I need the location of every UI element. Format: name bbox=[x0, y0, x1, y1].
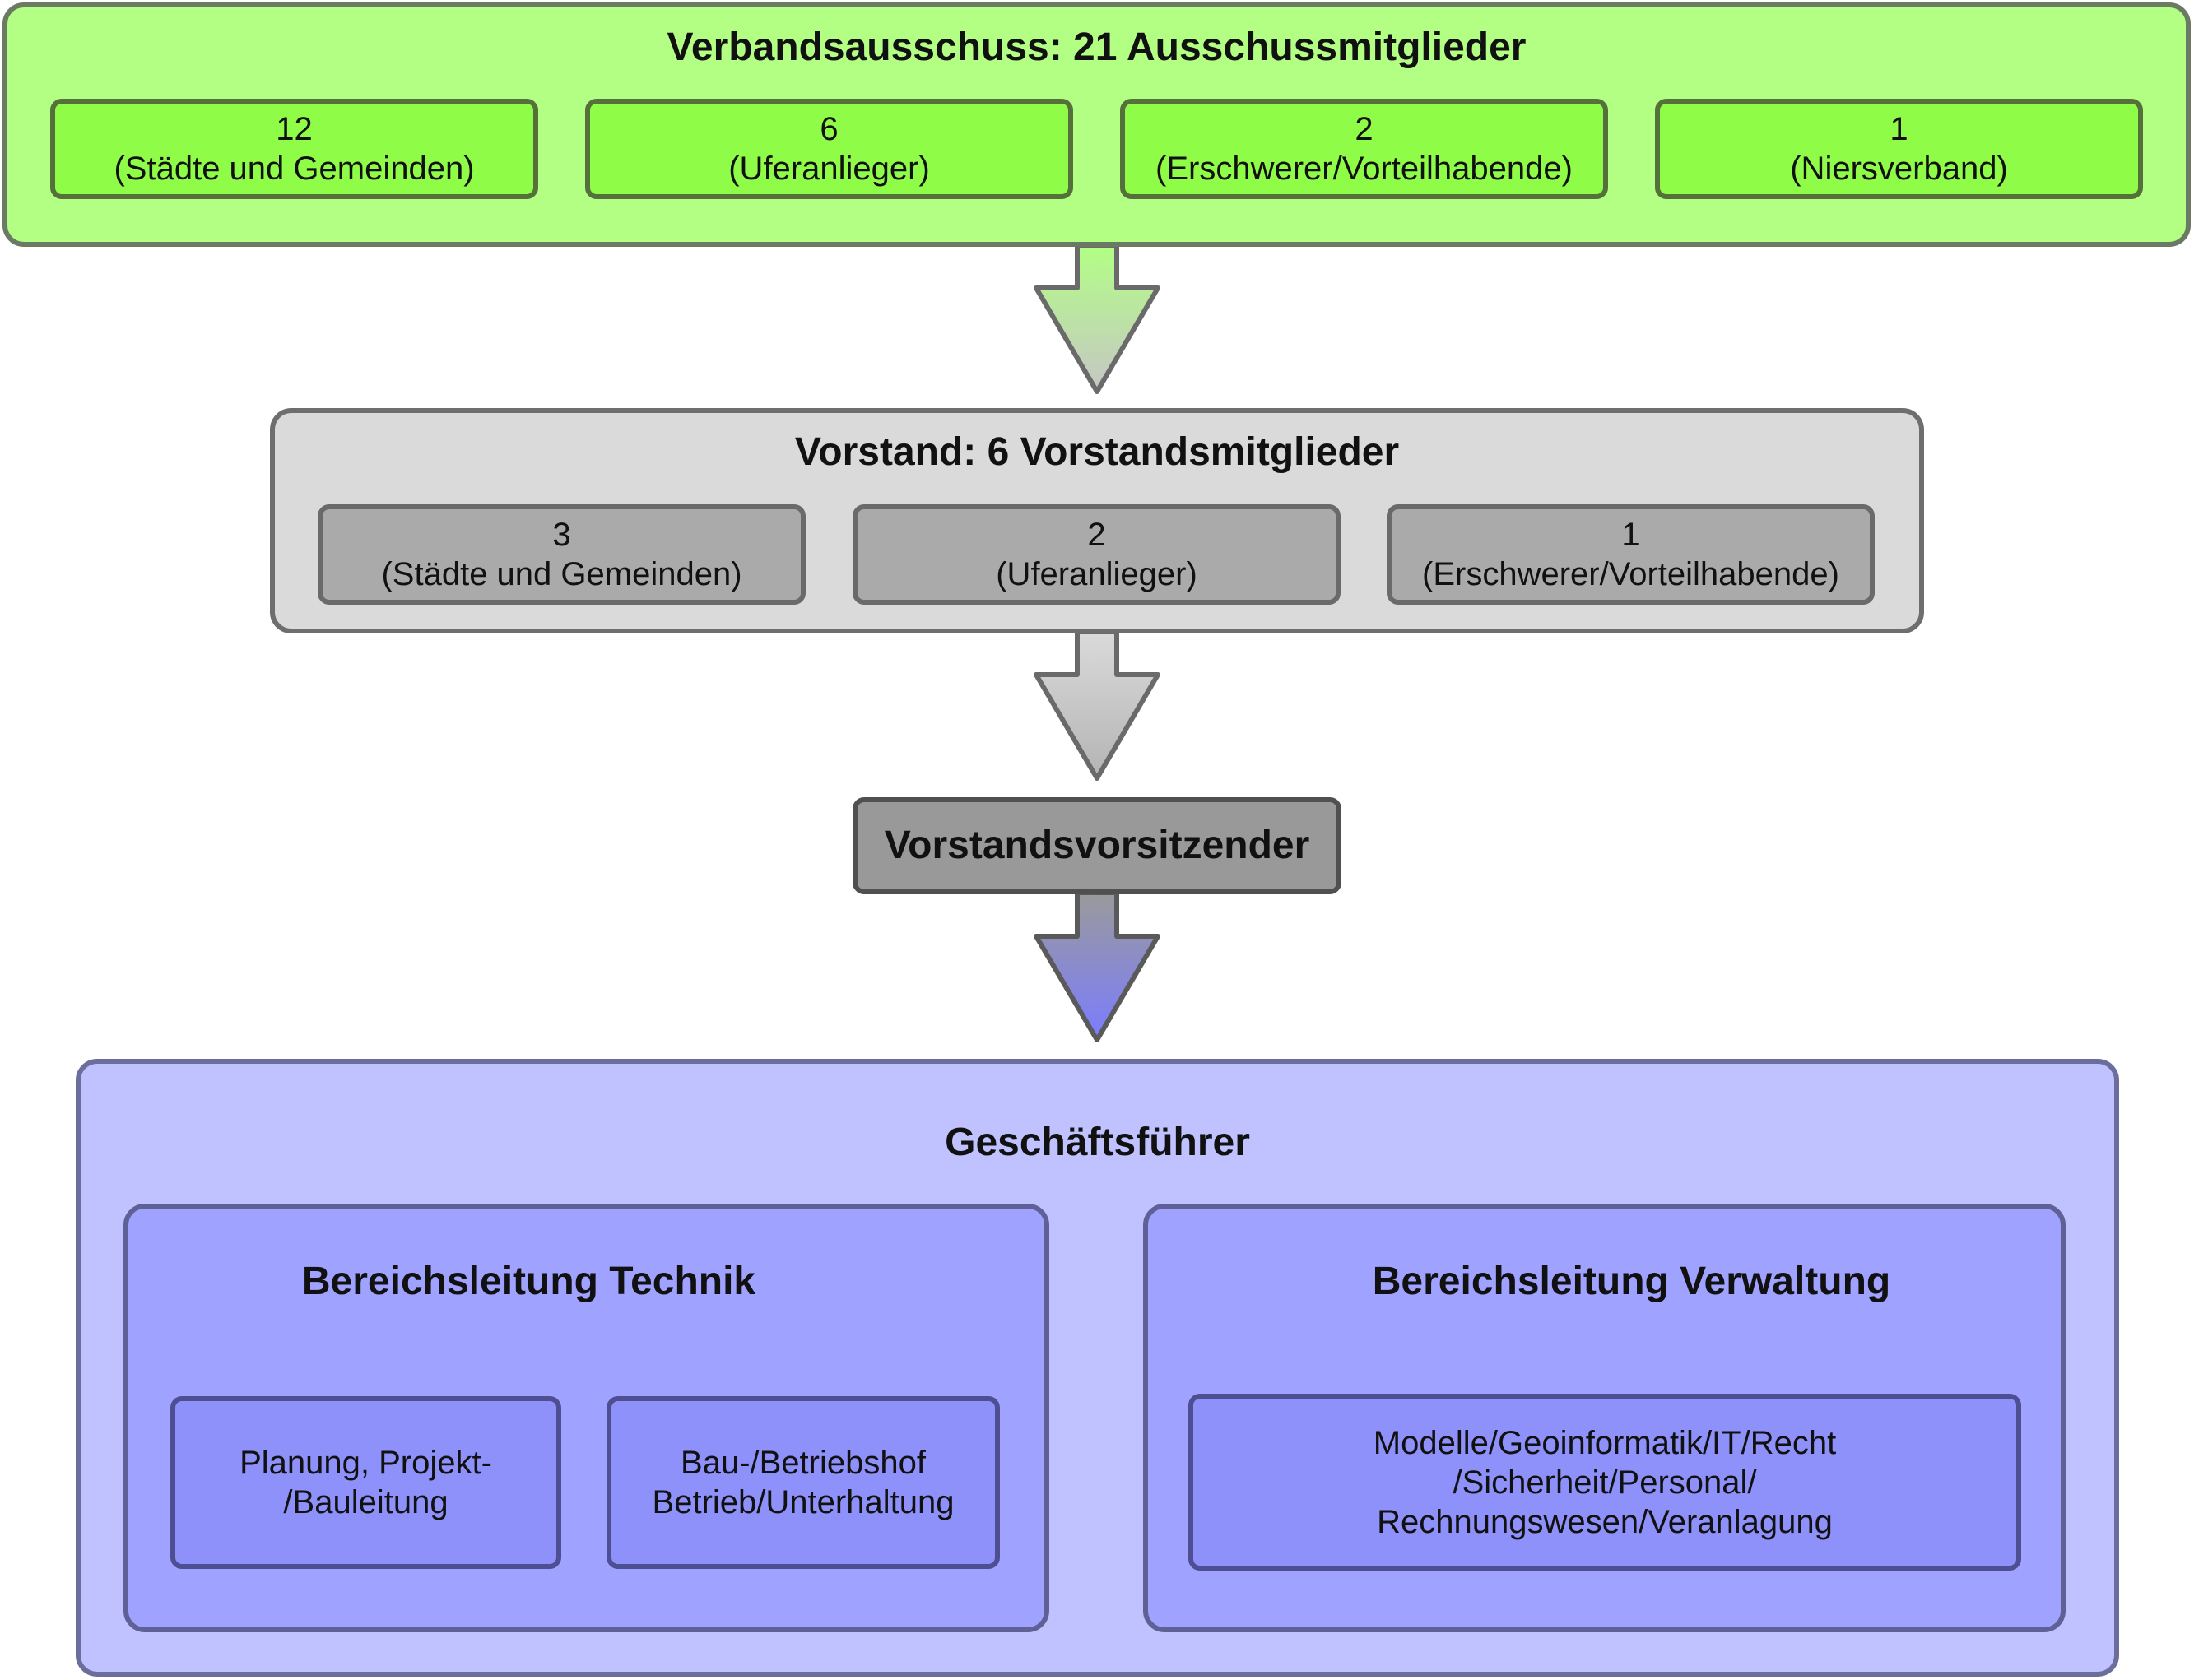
verwaltung-title: Bereichsleitung Verwaltung bbox=[1372, 1260, 1891, 1303]
ausschuss-member-niersverband: 1 (Niersverband) bbox=[1655, 99, 2143, 199]
ausschuss-member-uferanlieger: 6 (Uferanlieger) bbox=[585, 99, 1073, 199]
unit-line: /Bauleitung bbox=[283, 1484, 449, 1520]
technik-unit-bau: Bau-/Betriebshof Betrieb/Unterhaltung bbox=[607, 1396, 1000, 1569]
chair-box: Vorstandsvorsitzender bbox=[853, 797, 1341, 894]
member-label: (Uferanlieger) bbox=[728, 151, 930, 187]
unit-line: Modelle/Geoinformatik/IT/Recht bbox=[1373, 1424, 1837, 1461]
verwaltung-unit-modelle: Modelle/Geoinformatik/IT/Recht /Sicherhe… bbox=[1188, 1394, 2021, 1571]
unit-line: Planung, Projekt- bbox=[239, 1445, 492, 1481]
ausschuss-member-erschwerer: 2 (Erschwerer/Vorteilhabende) bbox=[1120, 99, 1608, 199]
member-count: 2 bbox=[1355, 111, 1374, 147]
member-count: 2 bbox=[1087, 517, 1106, 553]
unit-line: /Sicherheit/Personal/ bbox=[1453, 1464, 1757, 1501]
member-label: (Erschwerer/Vorteilhabende) bbox=[1155, 151, 1573, 187]
arrow-ausschuss-to-vorstand bbox=[1034, 243, 1160, 394]
member-count: 12 bbox=[276, 111, 313, 147]
member-label: (Städte und Gemeinden) bbox=[114, 151, 475, 187]
vorstand-member-erschwerer: 1 (Erschwerer/Vorteilhabende) bbox=[1387, 504, 1875, 605]
member-label: (Städte und Gemeinden) bbox=[381, 556, 742, 592]
member-label: (Erschwerer/Vorteilhabende) bbox=[1422, 556, 1839, 592]
member-count: 3 bbox=[552, 517, 571, 553]
member-count: 1 bbox=[1890, 111, 1908, 147]
technik-unit-planung: Planung, Projekt- /Bauleitung bbox=[170, 1396, 561, 1569]
ausschuss-member-staedte: 12 (Städte und Gemeinden) bbox=[50, 99, 538, 199]
geschaeftsfuehrer-title: Geschäftsführer bbox=[945, 1121, 1250, 1164]
member-label: (Uferanlieger) bbox=[996, 556, 1197, 592]
member-count: 1 bbox=[1621, 517, 1640, 553]
ausschuss-title: Verbandsausschuss: 21 Ausschussmitgliede… bbox=[667, 26, 1527, 69]
vorstand-title: Vorstand: 6 Vorstandsmitglieder bbox=[794, 430, 1400, 474]
arrow-chair-to-gf bbox=[1034, 890, 1160, 1042]
vorstand-member-uferanlieger: 2 (Uferanlieger) bbox=[853, 504, 1341, 605]
unit-line: Rechnungswesen/Veranlagung bbox=[1377, 1503, 1833, 1540]
technik-title: Bereichsleitung Technik bbox=[301, 1260, 756, 1303]
chair-title: Vorstandsvorsitzender bbox=[884, 824, 1310, 867]
member-label: (Niersverband) bbox=[1790, 151, 2008, 187]
member-count: 6 bbox=[820, 111, 839, 147]
unit-line: Betrieb/Unterhaltung bbox=[652, 1484, 955, 1520]
unit-line: Bau-/Betriebshof bbox=[681, 1445, 926, 1481]
arrow-vorstand-to-chair bbox=[1034, 629, 1160, 781]
vorstand-member-staedte: 3 (Städte und Gemeinden) bbox=[318, 504, 806, 605]
